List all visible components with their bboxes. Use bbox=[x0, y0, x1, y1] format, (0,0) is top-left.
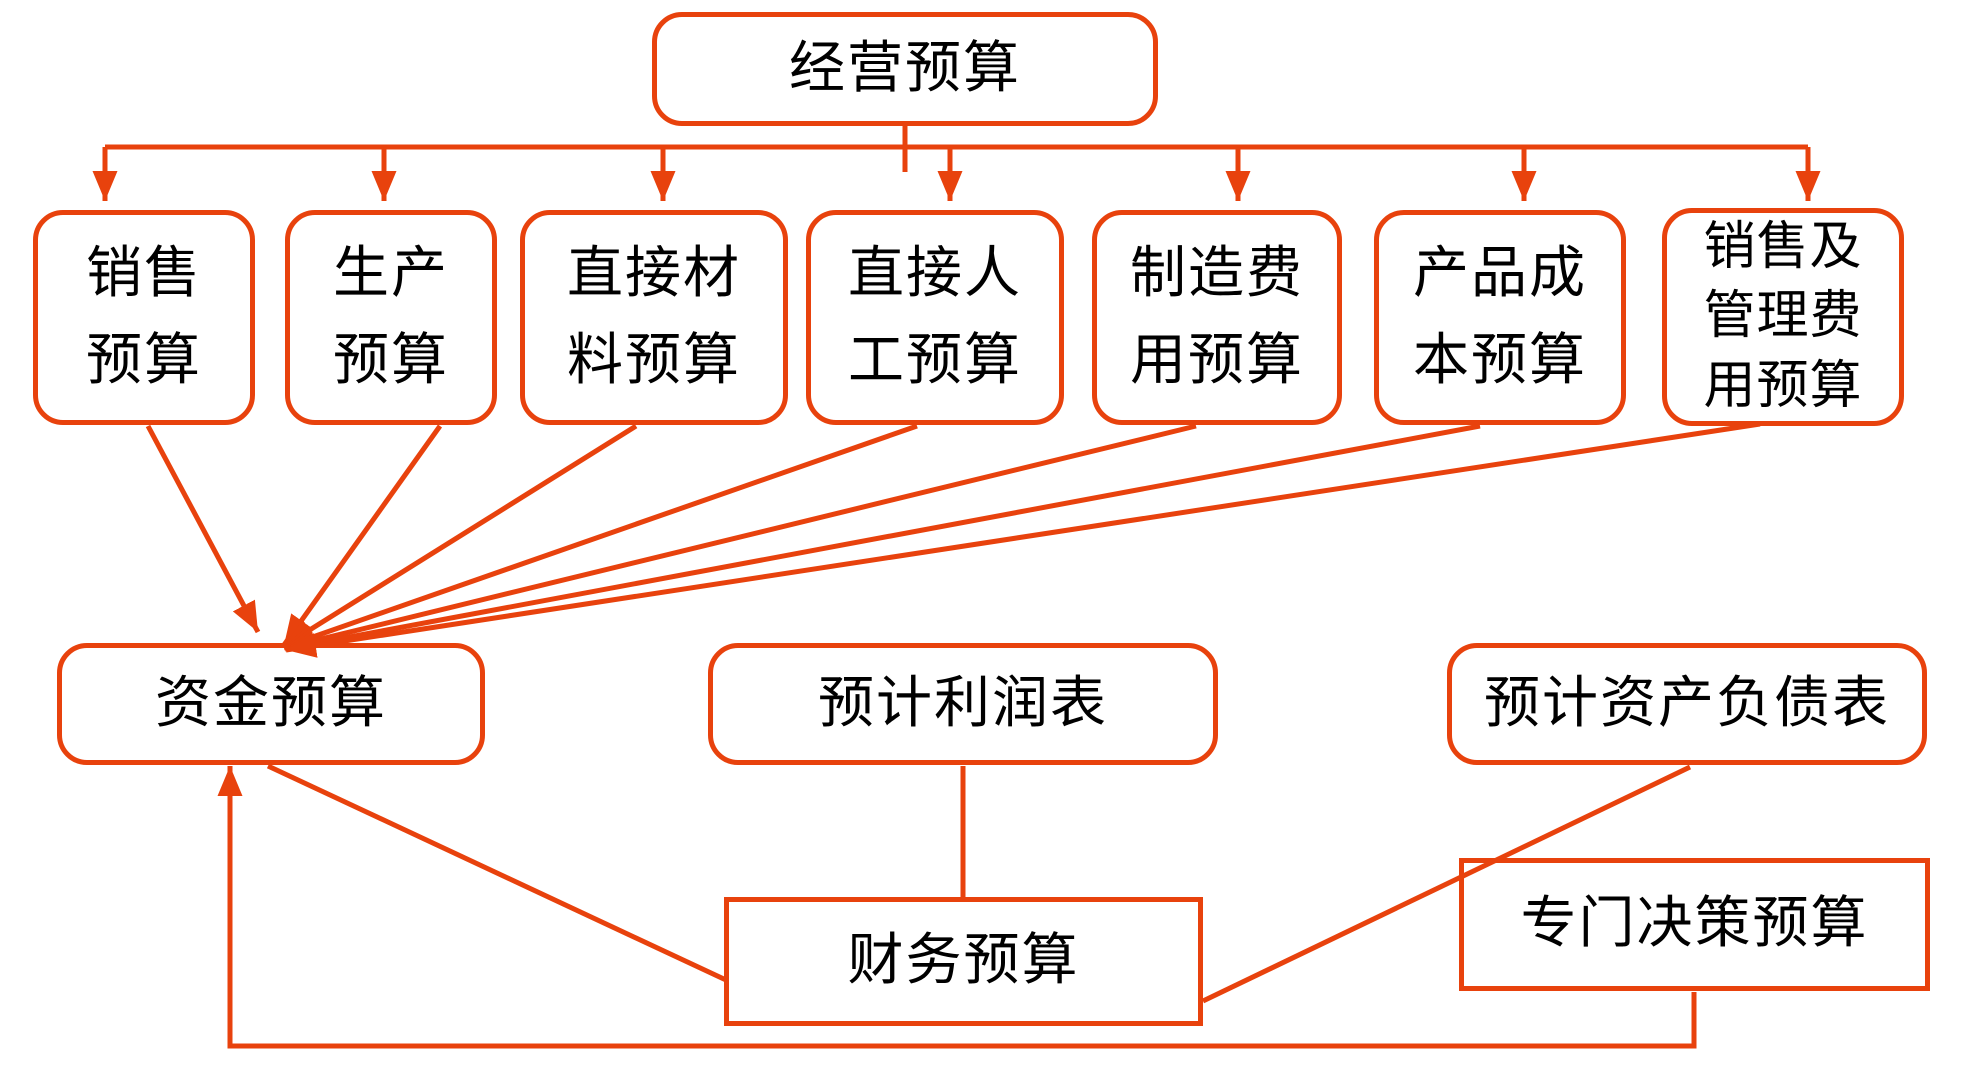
node-financial-budget: 财务预算 bbox=[724, 897, 1203, 1026]
node-sales-budget: 销售 预算 bbox=[33, 210, 255, 425]
node-direct-labor-budget: 直接人 工预算 bbox=[806, 210, 1064, 425]
node-manufacturing-overhead-budget: 制造费 用预算 bbox=[1092, 210, 1342, 425]
edge-selling-admin-to-cash bbox=[285, 421, 1761, 658]
edge-overhead-to-cash bbox=[283, 423, 1197, 654]
node-cash-budget: 资金预算 bbox=[57, 643, 485, 765]
node-special-decision-budget: 专门决策预算 bbox=[1459, 858, 1930, 991]
edge-labor-to-cash bbox=[283, 423, 918, 650]
edge-production-to-cash bbox=[281, 424, 443, 647]
node-direct-materials-budget: 直接材 料预算 bbox=[520, 210, 788, 425]
node-selling-admin-expense-budget: 销售及 管理费 用预算 bbox=[1662, 208, 1904, 426]
edge-product-cost-to-cash bbox=[284, 423, 1481, 656]
node-product-cost-budget: 产品成 本预算 bbox=[1374, 210, 1626, 425]
edge-materials-to-cash bbox=[282, 423, 638, 649]
node-operating-budget: 经营预算 bbox=[652, 12, 1158, 126]
node-projected-income-statement: 预计利润表 bbox=[708, 643, 1218, 765]
node-production-budget: 生产 预算 bbox=[285, 210, 497, 425]
edge-sales-to-cash bbox=[145, 424, 261, 634]
node-projected-balance-sheet: 预计资产负债表 bbox=[1447, 643, 1927, 765]
edge-cash-to-financial bbox=[266, 763, 728, 983]
